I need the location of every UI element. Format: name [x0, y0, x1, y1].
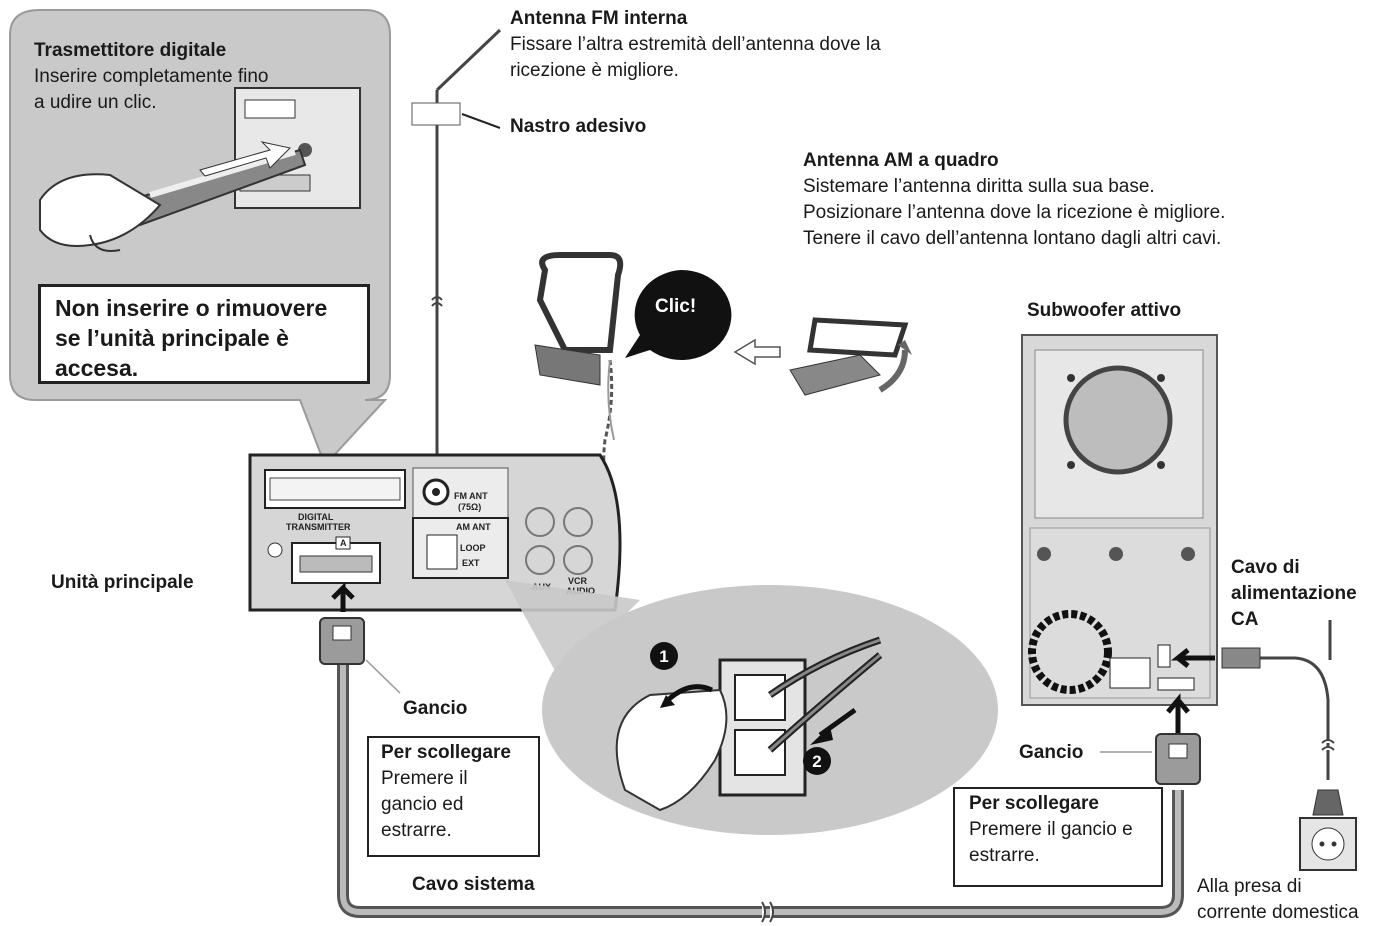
- outlet-label: Alla presa di corrente domestica: [1197, 874, 1359, 926]
- panel-label-fm-ohm: (75Ω): [458, 502, 481, 512]
- ac-cable-line-2: alimentazione: [1231, 583, 1357, 604]
- disconnect-right-title: Per scollegare: [969, 793, 1099, 814]
- panel-label-ext: EXT: [462, 558, 480, 568]
- am-antenna-line-3: Tenere il cavo dell’antenna lontano dagl…: [803, 228, 1222, 249]
- disconnect-right-line-1: Premere il gancio e: [969, 819, 1133, 840]
- click-label: Clic!: [655, 296, 697, 317]
- right-plug: [1155, 733, 1201, 785]
- warning-line-3: accesa.: [55, 355, 139, 381]
- am-antenna-note: Antenna AM a quadro Sistemare l’antenna …: [803, 148, 1225, 252]
- disconnect-left-line-3: estrarre.: [381, 820, 452, 841]
- outlet-line-2: corrente domestica: [1197, 902, 1359, 923]
- adhesive-tape: [411, 102, 461, 126]
- ac-cable-line-3: CA: [1231, 609, 1259, 630]
- panel-label-transmitter: TRANSMITTER: [286, 522, 351, 532]
- warning-line-1: Non inserire o rimuovere: [55, 295, 328, 321]
- hook-label-right: Gancio: [1019, 742, 1084, 763]
- disconnect-left-box: Per scollegare Premere il gancio ed estr…: [367, 736, 540, 857]
- transmitter-title: Trasmettitore digitale: [34, 40, 227, 61]
- ac-power-cable: [1223, 620, 1332, 780]
- panel-label-port-a: A: [340, 538, 347, 548]
- hook-label-left: Gancio: [403, 698, 468, 719]
- left-plug: [319, 617, 365, 665]
- tape-label: Nastro adesivo: [510, 116, 647, 137]
- ac-cable-line-1: Cavo di: [1231, 557, 1300, 578]
- am-antenna-line-1: Sistemare l’antenna diritta sulla sua ba…: [803, 176, 1155, 197]
- am-antenna-title: Antenna AM a quadro: [803, 150, 999, 171]
- panel-label-vcr: VCR: [568, 576, 588, 586]
- step-2-badge: [803, 747, 831, 775]
- power-warning-box: Non inserire o rimuovere se l’unità prin…: [38, 284, 370, 384]
- panel-label-fm-ant: FM ANT: [454, 491, 488, 501]
- fm-antenna-line-1: Fissare l’altra estremità dell’antenna d…: [510, 34, 881, 55]
- fm-antenna-wire: [435, 28, 502, 455]
- disconnect-left-title: Per scollegare: [381, 742, 511, 763]
- disconnect-right-box: Per scollegare Premere il gancio e estra…: [953, 787, 1163, 887]
- panel-label-audio: AUDIO: [566, 586, 595, 596]
- terminal-closeup: 1 2: [615, 636, 883, 812]
- main-unit-label: Unità principale: [51, 572, 194, 593]
- disconnect-right-line-2: estrarre.: [969, 845, 1040, 866]
- subwoofer-illustration: [1021, 334, 1218, 706]
- transmitter-body-line-2: a udire un clic.: [34, 92, 157, 113]
- main-unit-body: DIGITAL TRANSMITTER A FM ANT (75Ω) AM AN…: [248, 453, 622, 612]
- am-antenna-base: [789, 317, 912, 396]
- transmitter-body-line-1: Inserire completamente fino: [34, 66, 269, 87]
- click-bubble-shape: [625, 269, 732, 360]
- step-2-number: 2: [812, 752, 821, 771]
- warning-line-2: se l’unità principale è: [55, 325, 289, 351]
- ac-cable-label: Cavo di alimentazione CA: [1231, 555, 1357, 633]
- zoom-cone: [505, 580, 640, 680]
- transmitter-illustration: [39, 87, 361, 252]
- disconnect-left-line-1: Premere il: [381, 768, 468, 789]
- panel-label-loop: LOOP: [460, 543, 486, 553]
- step-1-number: 1: [659, 647, 668, 666]
- step-1-badge: [650, 642, 678, 670]
- fm-antenna-line-2: ricezione è migliore.: [510, 60, 679, 81]
- panel-label-am-ant: AM ANT: [456, 522, 491, 532]
- transmitter-callout-text: Trasmettitore digitale Inserire completa…: [34, 38, 268, 116]
- panel-label-digital: DIGITAL: [298, 512, 334, 522]
- system-cable-label: Cavo sistema: [412, 874, 535, 895]
- am-antenna-line-2: Posizionare l’antenna dove la ricezione …: [803, 202, 1226, 223]
- fm-antenna-title: Antenna FM interna: [510, 8, 688, 29]
- disconnect-left-line-2: gancio ed: [381, 794, 464, 815]
- subwoofer-label: Subwoofer attivo: [1027, 300, 1182, 321]
- fm-antenna-note: Antenna FM interna Fissare l’altra estre…: [510, 6, 881, 84]
- outlet-line-1: Alla presa di: [1197, 876, 1302, 897]
